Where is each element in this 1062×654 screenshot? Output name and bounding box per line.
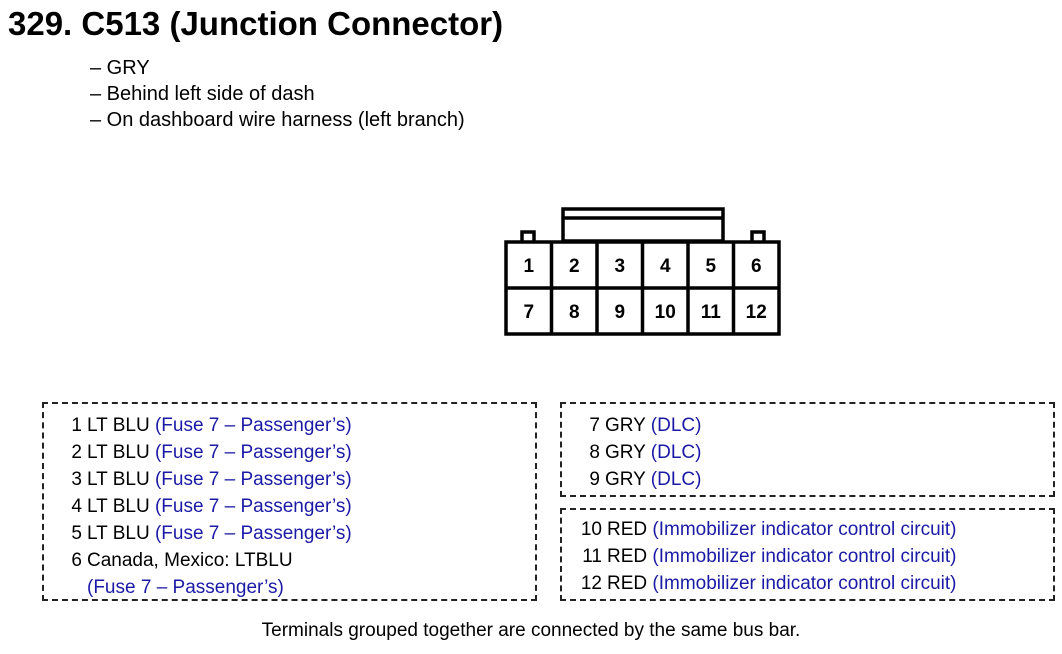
note-location: – Behind left side of dash	[90, 83, 315, 105]
bus-bar-footnote: Terminals grouped together are connected…	[261, 620, 801, 641]
terminal-1: 1	[523, 256, 534, 277]
terminal-10: 10	[655, 302, 676, 323]
terminal-9: 9	[614, 302, 625, 323]
wire-row-6-desc: (Fuse 7 – Passenger’s)	[87, 577, 284, 598]
connector-left-tab	[520, 230, 536, 242]
page-title: 329. C513 (Junction Connector)	[8, 5, 504, 42]
note-color: – GRY	[90, 57, 150, 79]
note-harness: – On dashboard wire harness (left branch…	[90, 109, 465, 131]
terminal-12: 12	[746, 302, 767, 323]
terminal-4: 4	[660, 256, 671, 277]
terminal-7: 7	[523, 302, 534, 323]
terminal-8: 8	[569, 302, 580, 323]
terminal-3: 3	[614, 256, 625, 277]
connector-diagram: 1 2 3 4 5 6 7 8 9 10 11 12	[504, 207, 781, 336]
terminal-11: 11	[701, 302, 722, 323]
connector-right-tab	[750, 230, 766, 242]
connector-latch	[561, 207, 725, 243]
terminal-6: 6	[751, 256, 762, 277]
terminal-5: 5	[705, 256, 716, 277]
terminal-2: 2	[569, 256, 580, 277]
connector-notes: – GRY – Behind left side of dash – On da…	[90, 55, 465, 133]
